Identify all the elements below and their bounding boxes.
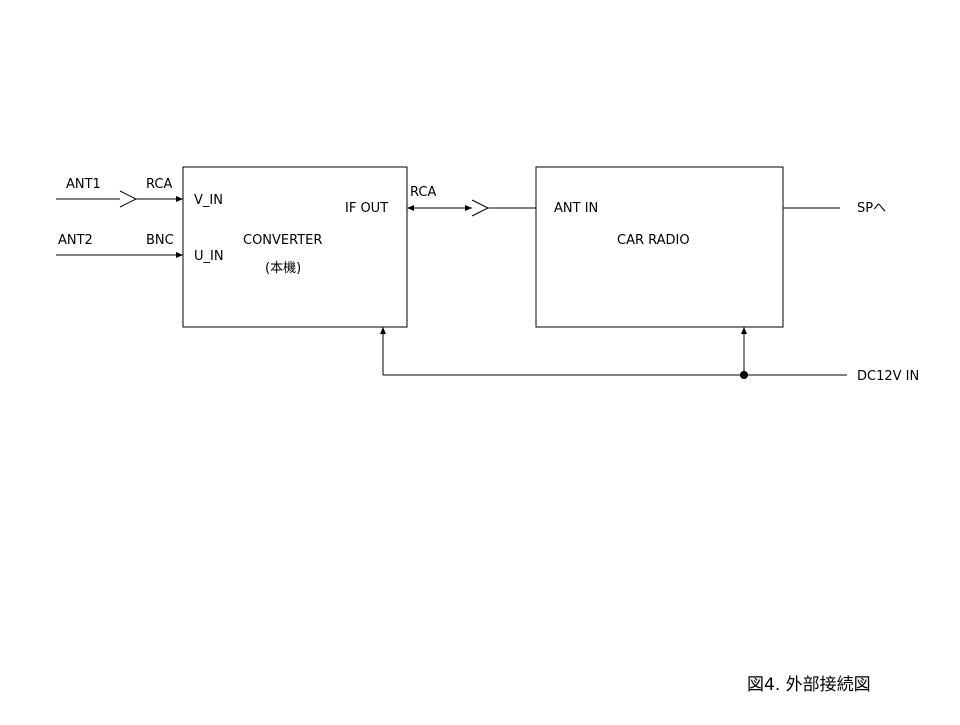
rca-out-label: RCA bbox=[410, 185, 436, 200]
v-in-label: V_IN bbox=[194, 193, 223, 208]
converter-label: CONVERTER bbox=[243, 233, 322, 248]
rca-connector-out bbox=[471, 199, 490, 217]
rca-connector-in bbox=[119, 190, 138, 208]
figure-caption: 図4. 外部接続図 bbox=[747, 675, 871, 695]
car-radio-box bbox=[535, 166, 784, 328]
ant-in-label: ANT IN bbox=[554, 201, 598, 216]
dc-in-label: DC12V IN bbox=[857, 369, 919, 384]
u-in-label: U_IN bbox=[194, 249, 224, 264]
car-radio-label: CAR RADIO bbox=[617, 233, 690, 248]
ant1-label: ANT1 bbox=[66, 177, 101, 192]
converter-box bbox=[182, 166, 408, 328]
junction-dot bbox=[740, 371, 748, 379]
sp-label: SPへ bbox=[857, 201, 886, 216]
converter-sub-label: (本機) bbox=[265, 261, 301, 276]
if-out-label: IF OUT bbox=[345, 201, 388, 216]
ant2-label: ANT2 bbox=[58, 233, 93, 248]
bnc-label: BNC bbox=[146, 233, 174, 248]
rca-in-label: RCA bbox=[146, 177, 172, 192]
